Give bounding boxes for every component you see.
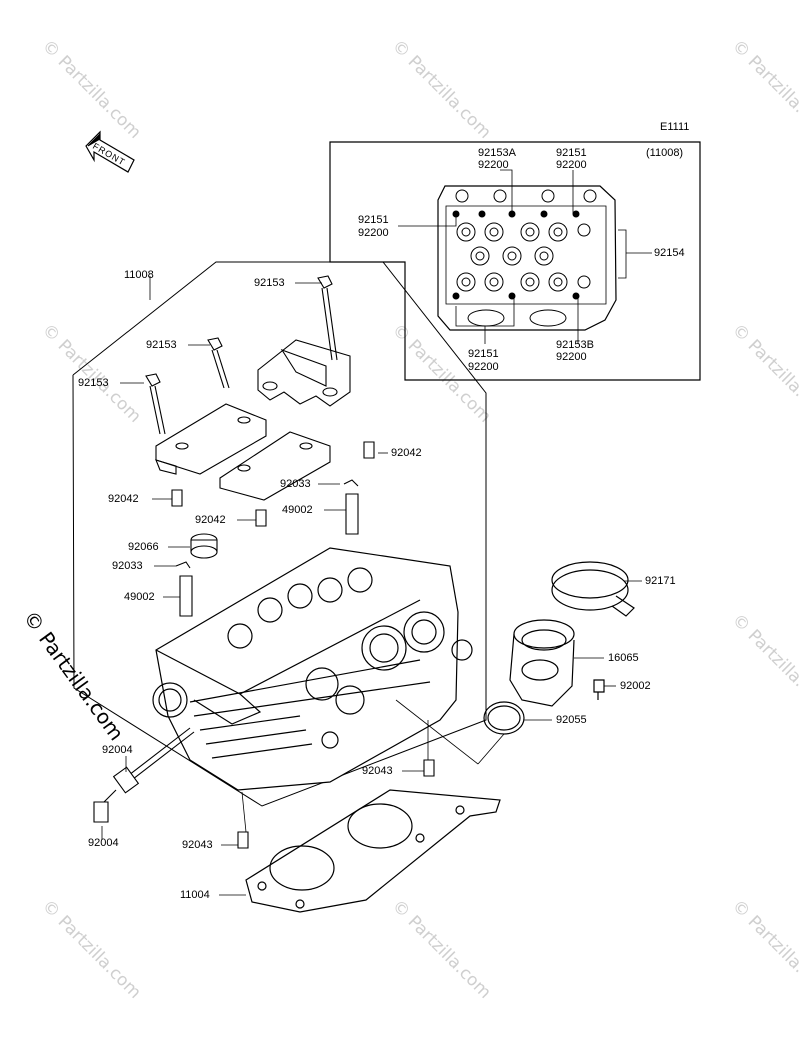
- dowel-pins: [172, 442, 434, 848]
- part-label[interactable]: 92200: [556, 351, 587, 363]
- part-label[interactable]: 92154: [654, 247, 685, 259]
- part-label[interactable]: 11004: [180, 889, 210, 901]
- part-label[interactable]: 92171: [645, 575, 676, 587]
- part-label[interactable]: 92153A: [478, 147, 516, 159]
- camshaft-caps: [156, 340, 350, 500]
- leader-lines: [102, 276, 642, 895]
- part-label[interactable]: 92033: [112, 560, 143, 572]
- part-label[interactable]: 49002: [124, 591, 155, 603]
- part-label[interactable]: 49002: [282, 504, 313, 516]
- part-label[interactable]: 92066: [128, 541, 159, 553]
- part-label[interactable]: 92033: [280, 478, 311, 490]
- part-label[interactable]: 16065: [608, 652, 639, 664]
- assembly-reference: (11008): [646, 147, 684, 159]
- part-label[interactable]: 92004: [102, 744, 133, 756]
- part-label[interactable]: 92153: [78, 377, 109, 389]
- part-label[interactable]: 92002: [620, 680, 651, 692]
- front-arrow-icon: [86, 132, 134, 172]
- part-label[interactable]: 92151: [556, 147, 587, 159]
- throttle-holder: [484, 562, 634, 734]
- diagram-code: E1111: [660, 121, 690, 133]
- cap-bolts: [146, 276, 337, 434]
- part-label[interactable]: 92151: [468, 348, 499, 360]
- part-label[interactable]: 92042: [108, 493, 139, 505]
- part-label[interactable]: 92153: [146, 339, 177, 351]
- part-label[interactable]: 92153B: [556, 339, 594, 351]
- part-label[interactable]: 92042: [391, 447, 422, 459]
- part-label[interactable]: 92200: [468, 361, 499, 373]
- part-label[interactable]: 92055: [556, 714, 587, 726]
- part-label[interactable]: 92200: [556, 159, 587, 171]
- part-label[interactable]: 11008: [124, 269, 154, 281]
- part-label[interactable]: 92004: [88, 837, 119, 849]
- assembly-frame: [73, 262, 486, 806]
- inset-leaders: [398, 170, 652, 344]
- part-label[interactable]: 92153: [254, 277, 285, 289]
- part-label[interactable]: 92042: [195, 514, 226, 526]
- small-parts: [176, 480, 358, 616]
- head-gasket: [246, 790, 500, 912]
- part-label[interactable]: 92200: [358, 227, 389, 239]
- part-label[interactable]: 92043: [362, 765, 393, 777]
- part-label[interactable]: 92043: [182, 839, 213, 851]
- inset-cylinder-head: [438, 186, 616, 330]
- part-label[interactable]: 92151: [358, 214, 389, 226]
- studs: [94, 728, 194, 822]
- part-label[interactable]: 92200: [478, 159, 509, 171]
- cylinder-head: [153, 548, 472, 790]
